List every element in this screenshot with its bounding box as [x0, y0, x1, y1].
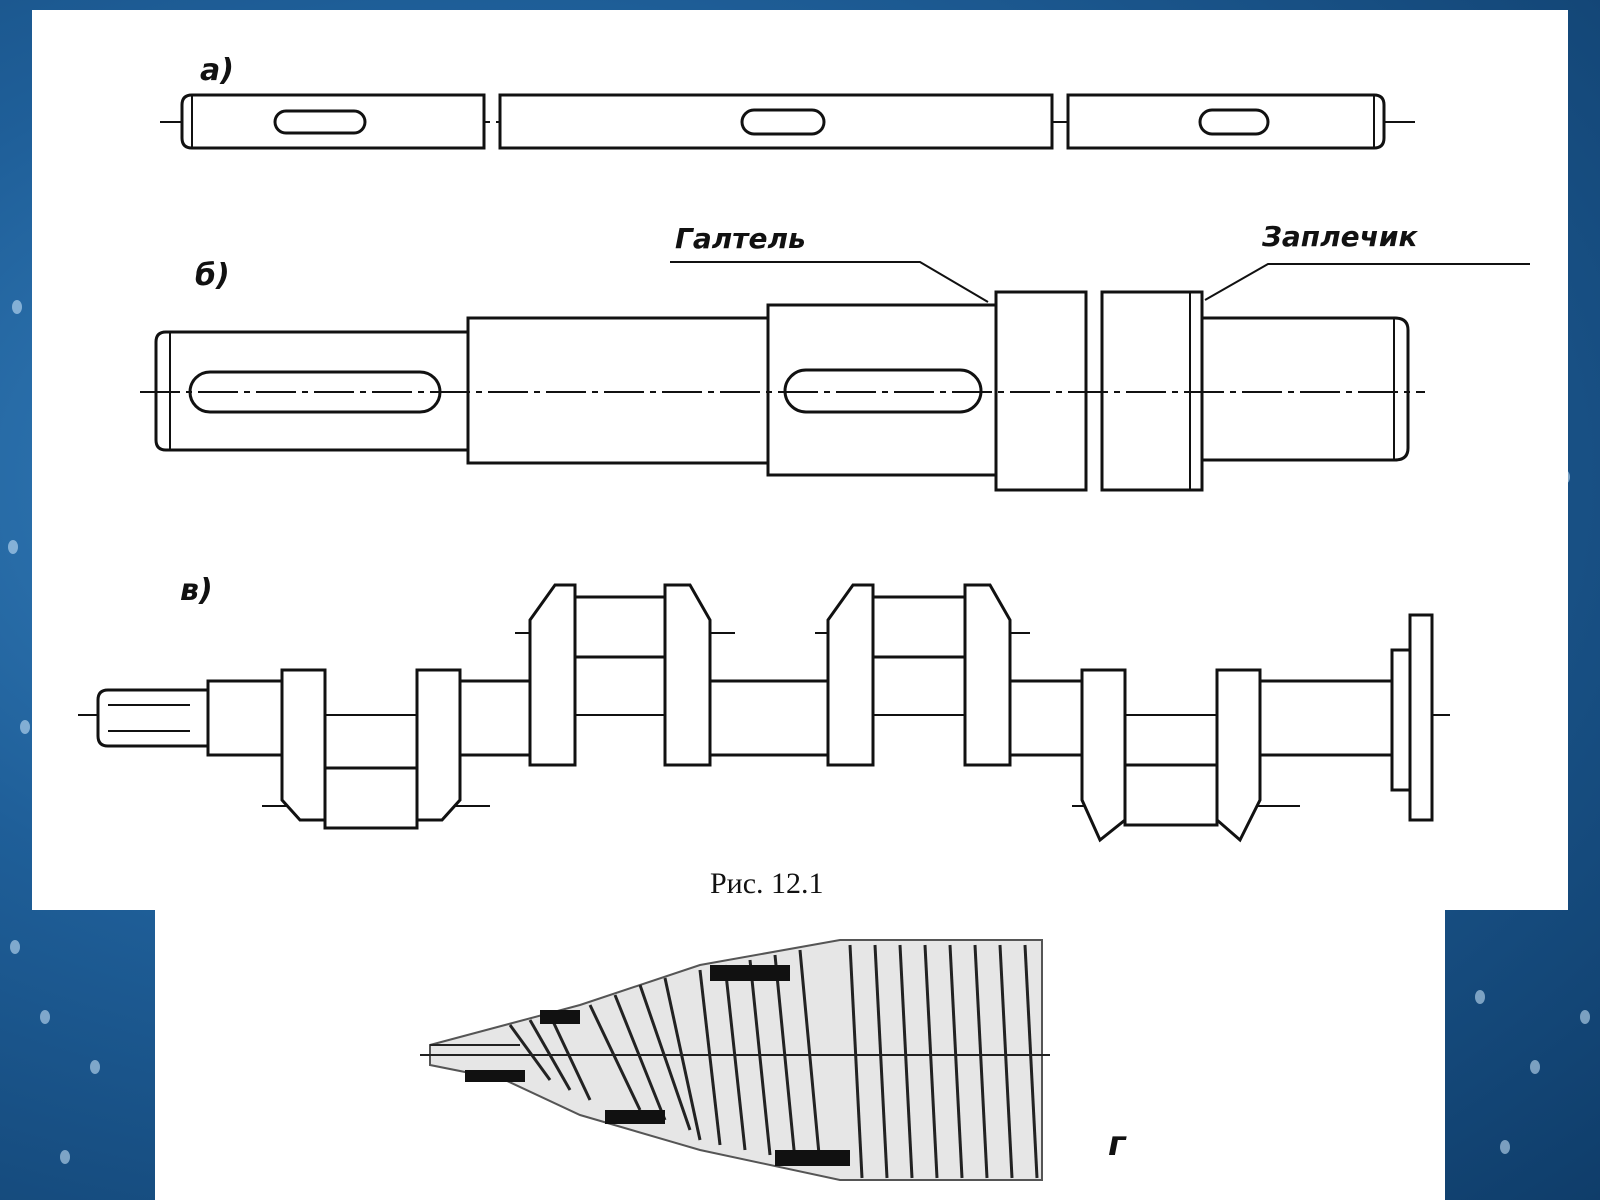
water-drop — [90, 1060, 100, 1074]
water-drop — [40, 1010, 50, 1024]
water-drop — [1530, 1060, 1540, 1074]
water-drop — [10, 940, 20, 954]
water-drop — [12, 300, 22, 314]
water-drop — [8, 540, 18, 554]
shaft-b — [140, 261, 1530, 492]
label-b: б) — [195, 258, 230, 293]
hob-illustration — [420, 939, 1050, 1181]
callout-fillet-label: Галтель — [675, 222, 806, 255]
label-a: а) — [200, 53, 234, 88]
water-drop — [1475, 990, 1485, 1004]
figure-caption: Рис. 12.1 — [710, 867, 824, 900]
callout-shoulder-label: Заплечик — [1261, 220, 1418, 253]
shoulder-leader-line — [1204, 263, 1530, 301]
water-drop — [20, 720, 30, 734]
shaft-a — [160, 93, 1415, 150]
label-g: г — [1108, 1124, 1127, 1164]
water-drop — [1580, 1010, 1590, 1024]
water-drop — [60, 1150, 70, 1164]
water-drop — [1500, 1140, 1510, 1154]
label-v: в) — [180, 573, 213, 608]
crankshaft-v — [78, 583, 1450, 843]
fillet-leader-line — [670, 261, 989, 303]
